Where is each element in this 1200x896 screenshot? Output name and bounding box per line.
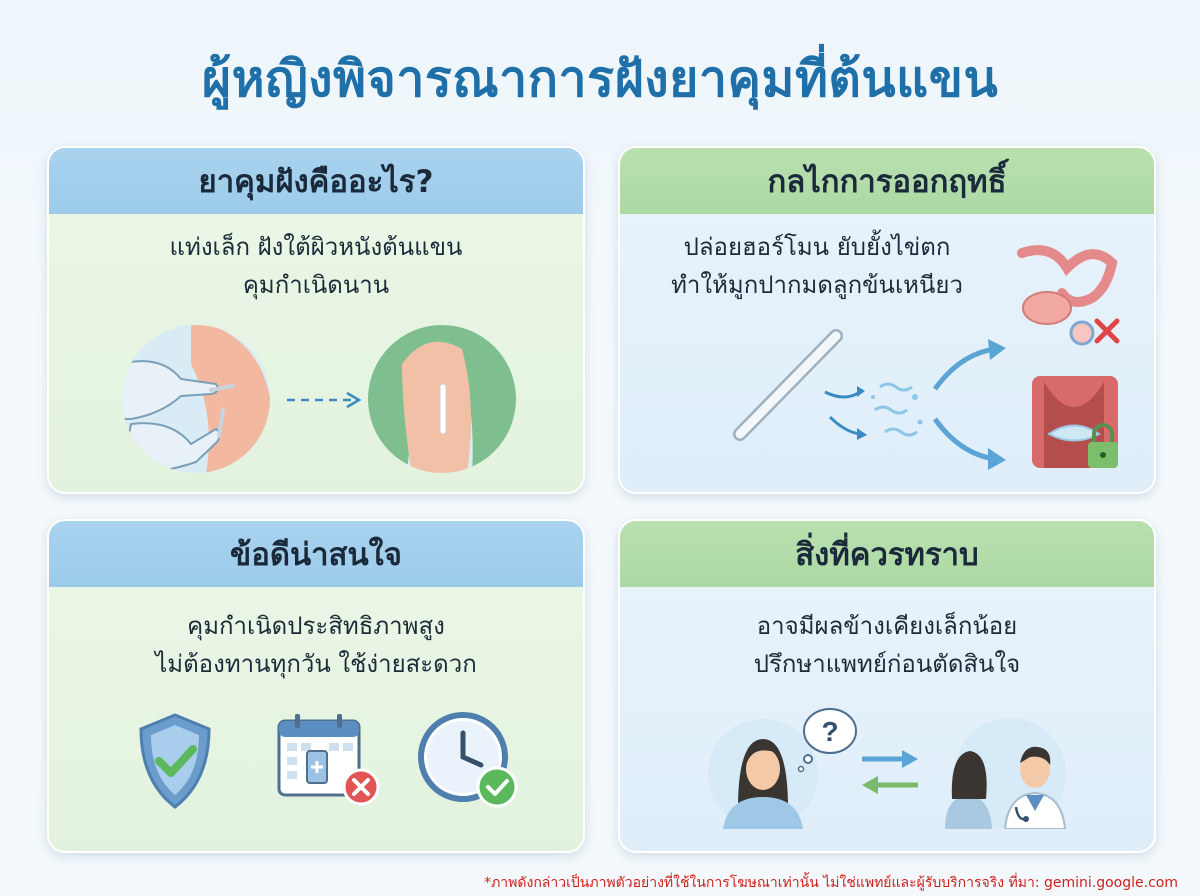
svg-text:?: ? <box>821 716 838 747</box>
ovary-blocked-icon <box>1017 245 1120 346</box>
arrow-down-icon <box>932 417 1006 470</box>
card-body: ปล่อยฮอร์โมน ยับยั้งไข่ตก ทำให้มูกปากมดล… <box>620 214 1154 492</box>
card-description: คุมกำเนิดประสิทธิภาพสูง ไม่ต้องทานทุกวัน… <box>49 607 583 683</box>
shield-check-icon <box>139 713 211 809</box>
doctor-icon <box>945 718 1067 829</box>
description-line: คุมกำเนิดนาน <box>242 271 390 299</box>
description-line: อาจมีผลข้างเคียงเล็กน้อย <box>756 612 1018 640</box>
card-body: คุมกำเนิดประสิทธิภาพสูง ไม่ต้องทานทุกวัน… <box>49 587 583 851</box>
dashed-arrow-icon <box>287 391 362 409</box>
card-heading: กลไกการออกฤทธิ์ <box>620 148 1154 215</box>
arrow-up-icon <box>932 339 1006 391</box>
description-line: ทำให้มูกปากมดลูกข้นเหนียว <box>671 271 963 299</box>
card-things-to-know: สิ่งที่ควรทราบ อาจมีผลข้างเคียงเล็กน้อย … <box>618 519 1156 853</box>
description-line: ไม่ต้องทานทุกวัน ใช้ง่ายสะดวก <box>155 650 477 678</box>
woman-question-icon: ? <box>708 708 857 829</box>
description-line: ปรึกษาแพทย์ก่อนตัดสินใจ <box>753 650 1021 678</box>
disclaimer-footnote: *ภาพดังกล่าวเป็นภาพตัวอย่างที่ใช้ในการโฆ… <box>484 875 1178 891</box>
gloved-hands-icon <box>122 325 270 473</box>
card-heading: ข้อดีน่าสนใจ <box>49 521 583 588</box>
calendar-pill-cross-icon <box>277 714 380 806</box>
hormone-release-icon <box>824 382 923 440</box>
card-description: ปล่อยฮอร์โมน ยับยั้งไข่ตก ทำให้มูกปากมดล… <box>620 228 1014 304</box>
card-pros: ข้อดีน่าสนใจ คุมกำเนิดประสิทธิภาพสูง ไม่… <box>47 519 585 853</box>
clock-check-icon <box>418 712 518 808</box>
card-description: อาจมีผลข้างเคียงเล็กน้อย ปรึกษาแพทย์ก่อน… <box>620 607 1154 683</box>
page-title: ผู้หญิงพิจารณาการฝังยาคุมที่ต้นแขน <box>201 50 999 108</box>
description-line: แท่งเล็ก ฝังใต้ผิวหนังต้นแขน <box>169 233 463 261</box>
card-heading: ยาคุมฝังคืออะไร? <box>49 148 583 215</box>
card-heading: สิ่งที่ควรทราบ <box>620 521 1154 588</box>
description-line: ปล่อยฮอร์โมน ยับยั้งไข่ตก <box>683 233 951 261</box>
card-mechanism: กลไกการออกฤทธิ์ ปล่อยฮอร์โมน ยับยั้งไข่ต… <box>618 146 1156 494</box>
arm-with-implant-icon <box>368 325 516 473</box>
card-body: แท่งเล็ก ฝังใต้ผิวหนังต้นแขน คุมกำเนิดนา… <box>49 214 583 492</box>
implant-rod-icon <box>733 329 843 441</box>
card-body: อาจมีผลข้างเคียงเล็กน้อย ปรึกษาแพทย์ก่อน… <box>620 587 1154 851</box>
card-description: แท่งเล็ก ฝังใต้ผิวหนังต้นแขน คุมกำเนิดนา… <box>49 228 583 304</box>
cervix-locked-icon <box>1032 376 1118 468</box>
description-line: คุมกำเนิดประสิทธิภาพสูง <box>187 612 445 640</box>
exchange-arrows-icon <box>862 750 918 794</box>
card-what-is-implant: ยาคุมฝังคืออะไร? แท่งเล็ก ฝังใต้ผิวหนังต… <box>47 146 585 494</box>
